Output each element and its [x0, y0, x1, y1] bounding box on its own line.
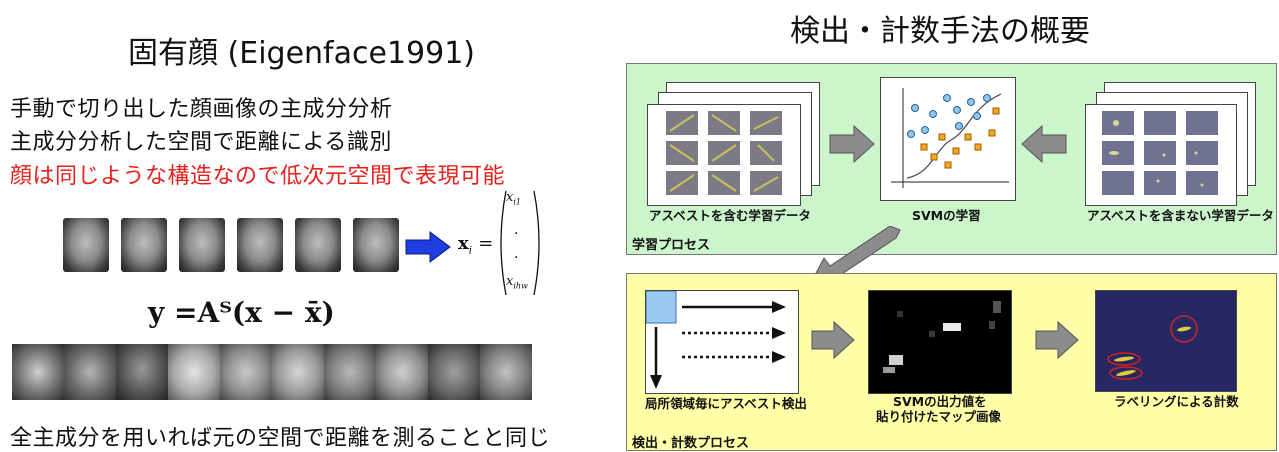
face-image: [353, 218, 399, 272]
right-title: 検出・計数手法の概要: [790, 14, 1090, 49]
learning-process-label: 学習プロセス: [632, 238, 711, 253]
caption-map-line1: SVMの出力値を: [893, 394, 987, 409]
caption-local-detection: 局所領域毎にアスベスト検出: [645, 396, 807, 411]
caption-labeling-count: ラベリングによる計数: [1114, 394, 1239, 409]
pca-formula: y =Aᵀ(x − x̄): [148, 296, 335, 329]
caption-map-line2: 貼り付けたマップ画像: [876, 409, 1002, 424]
face-image-row: [63, 218, 399, 272]
face-image: [237, 218, 283, 272]
positive-samples-grid: [666, 111, 782, 195]
labeling-result-image: [1095, 290, 1237, 392]
vector-dot: .: [514, 246, 519, 262]
svm-scatter-plot: [891, 88, 1009, 188]
gray-arrow-right-icon: [829, 124, 875, 164]
face-image: [121, 218, 167, 272]
vector-symbol: xi =: [458, 233, 494, 257]
svm-plot-card: [880, 77, 1016, 201]
caption-negative-data: アスベストを含まない学習データ: [1087, 208, 1274, 223]
left-footer: 全主成分を用いれば元の空間で距離を測ることと同じ: [10, 426, 551, 451]
gray-arrow-right-icon: [811, 320, 855, 360]
eigenface-image: [168, 344, 220, 400]
vector-entry-last: xihw: [506, 274, 528, 291]
negative-samples-grid: [1102, 111, 1218, 195]
vector-brackets: [500, 190, 540, 296]
eigenface-row: [12, 344, 532, 400]
eigenface-image: [324, 344, 376, 400]
left-title: 固有顔 (Eigenface1991): [128, 36, 475, 71]
eigenface-image: [116, 344, 168, 400]
vector-dot: .: [514, 222, 519, 238]
face-image: [179, 218, 225, 272]
eigenface-image: [428, 344, 480, 400]
eigenface-image: [12, 344, 64, 400]
eigenface-image: [376, 344, 428, 400]
detection-process-label: 検出・計数プロセス: [632, 436, 750, 451]
vector-entry-first: xi1: [506, 190, 521, 207]
eigenface-image: [272, 344, 324, 400]
negative-training-card: [1085, 104, 1237, 206]
scan-diagram: [645, 290, 786, 389]
output-map-blobs: [883, 301, 1001, 373]
bullet-line-3: 顔は同じような構造なので低次元空間で表現可能: [10, 164, 506, 189]
face-image: [63, 218, 109, 272]
svm-output-map: [868, 290, 1012, 394]
blue-arrow-icon: [405, 231, 451, 263]
bullet-line-1: 手動で切り出した顔画像の主成分分析: [10, 97, 393, 122]
eigenface-image: [64, 344, 116, 400]
eigenface-image: [220, 344, 272, 400]
gray-arrow-right-icon: [1035, 320, 1079, 360]
gray-arrow-left-icon: [1021, 124, 1067, 164]
bullet-line-2: 主成分分析した空間で距離による識別: [10, 130, 392, 155]
labeling-marks: [1107, 315, 1198, 380]
local-region-card: [645, 290, 799, 394]
positive-training-card: [647, 104, 801, 206]
caption-positive-data: アスベストを含む学習データ: [649, 208, 811, 223]
caption-svm-learning: SVMの学習: [912, 208, 981, 223]
eigenface-image: [480, 344, 532, 400]
face-image: [295, 218, 341, 272]
